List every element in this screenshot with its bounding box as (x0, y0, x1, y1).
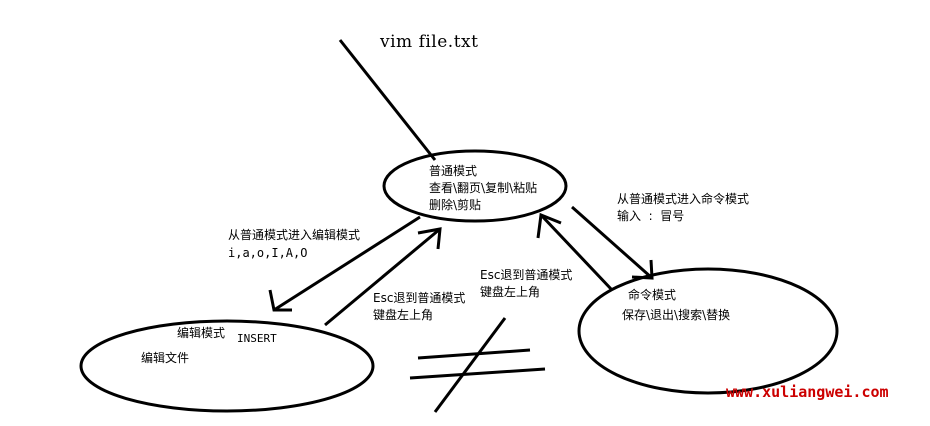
not-equal-sign (409, 317, 546, 413)
to-command-label: 从普通模式进入命令模式 (617, 192, 750, 206)
esc-from-insert-label: Esc退到普通模式 (373, 291, 466, 305)
normal-mode-actions-2: 删除\剪贴 (429, 198, 482, 212)
insert-mode-title: 编辑模式 (177, 326, 226, 340)
command-mode-node (577, 267, 839, 395)
vim-command: vim file.txt (380, 32, 479, 52)
normal-mode-title: 普通模式 (429, 164, 478, 178)
normal-mode-node (382, 149, 568, 223)
to-insert-label: 从普通模式进入编辑模式 (228, 228, 361, 242)
esc-from-command-label: Esc退到普通模式 (480, 268, 573, 282)
arrow-normal-to-insert (268, 215, 421, 312)
esc-from-insert-hint: 键盘左上角 (373, 308, 434, 322)
to-command-keys: 输入 : 冒号 (617, 209, 685, 223)
entry-line (338, 39, 437, 161)
command-mode-desc: 保存\退出\搜索\替换 (622, 308, 731, 322)
esc-from-command-hint: 键盘左上角 (480, 285, 541, 299)
insert-mode-tag: INSERT (237, 332, 277, 345)
insert-mode-desc: 编辑文件 (141, 351, 190, 365)
insert-mode-node (79, 319, 375, 413)
normal-mode-actions: 查看\翻页\复制\粘贴 (429, 181, 538, 195)
to-insert-keys: i,a,o,I,A,O (228, 246, 308, 260)
arrow-insert-to-normal (324, 227, 442, 327)
watermark: www.xuliangwei.com (726, 383, 889, 401)
arrow-normal-to-command (571, 205, 654, 280)
command-mode-title: 命令模式 (628, 288, 677, 302)
arrow-command-to-normal (536, 212, 614, 292)
